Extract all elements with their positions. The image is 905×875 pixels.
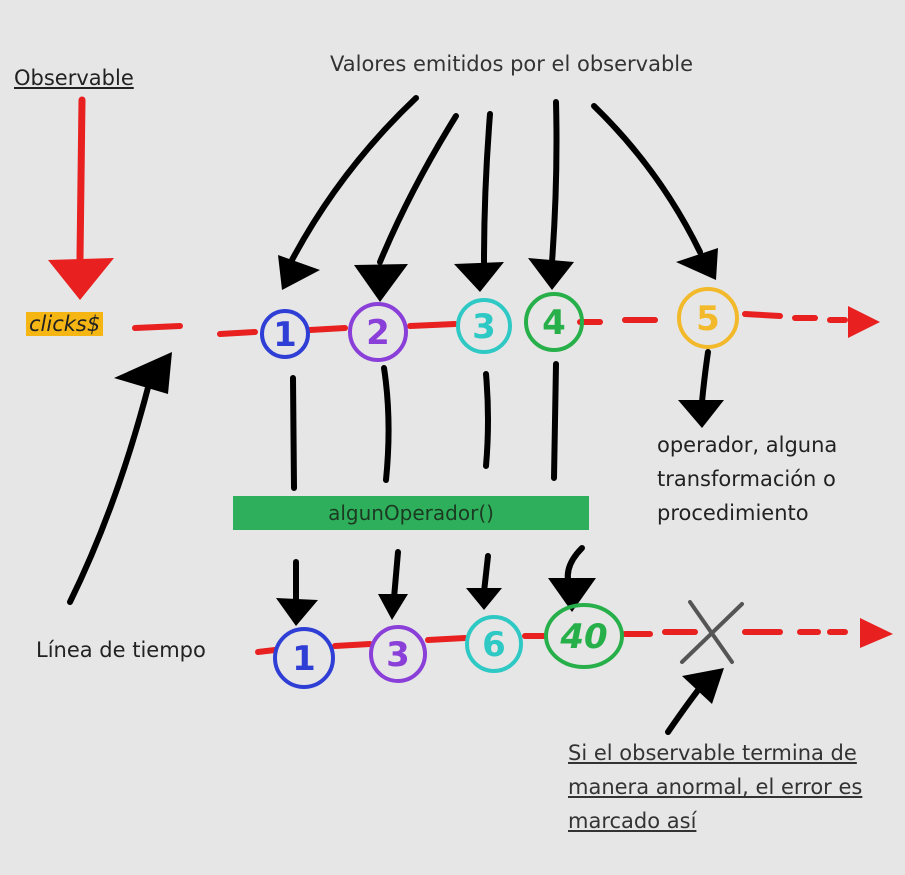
input-timeline xyxy=(132,306,880,338)
operator-note: operador, alguna transformación o proced… xyxy=(657,433,838,525)
operator-output-arrowheads xyxy=(276,578,596,626)
output-marble-1-label: 1 xyxy=(292,639,316,679)
error-mark xyxy=(680,600,744,664)
operator-box: algunOperador() xyxy=(233,496,589,530)
emitted-value-arrowheads xyxy=(278,248,718,302)
emitted-value-arrows xyxy=(289,95,703,265)
operator-input-lines xyxy=(290,361,559,491)
observable-arrow xyxy=(48,96,114,300)
emitted-values-caption: Valores emitidos por el observable xyxy=(330,52,694,76)
stream-name-label: clicks$ xyxy=(26,312,104,336)
input-marble-3: 3 xyxy=(456,298,512,354)
observable-label: Observable xyxy=(14,66,134,90)
output-marble-3-label: 6 xyxy=(482,625,506,665)
input-marble-2-label: 2 xyxy=(366,313,390,353)
output-timeline xyxy=(255,618,893,655)
output-marble-1: 1 xyxy=(273,627,335,689)
output-marble-2-label: 3 xyxy=(386,635,410,675)
input-marble-3-label: 3 xyxy=(472,307,496,347)
input-marble-2: 2 xyxy=(348,302,408,362)
output-marble-4-label: 40 xyxy=(559,617,607,657)
error-note: Si el observable termina de manera anorm… xyxy=(568,741,863,833)
operator-output-arrows xyxy=(293,545,585,607)
input-marble-5-label: 5 xyxy=(696,299,720,339)
input-marble-4: 4 xyxy=(524,292,584,352)
operator-box-label: algunOperador() xyxy=(328,501,494,525)
input-marble-1: 1 xyxy=(260,309,310,359)
output-marble-2: 3 xyxy=(369,625,427,683)
output-marble-4: 40 xyxy=(544,603,624,669)
timeline-label-arrow xyxy=(67,352,172,605)
output-marble-3: 6 xyxy=(465,615,523,673)
input-marble-5: 5 xyxy=(677,287,739,349)
input-marble-1-label: 1 xyxy=(273,315,297,355)
error-note-arrow xyxy=(665,668,724,735)
input-marble-4-label: 4 xyxy=(542,303,566,343)
operator-note-arrow xyxy=(678,349,724,428)
timeline-label: Línea de tiempo xyxy=(36,638,206,662)
